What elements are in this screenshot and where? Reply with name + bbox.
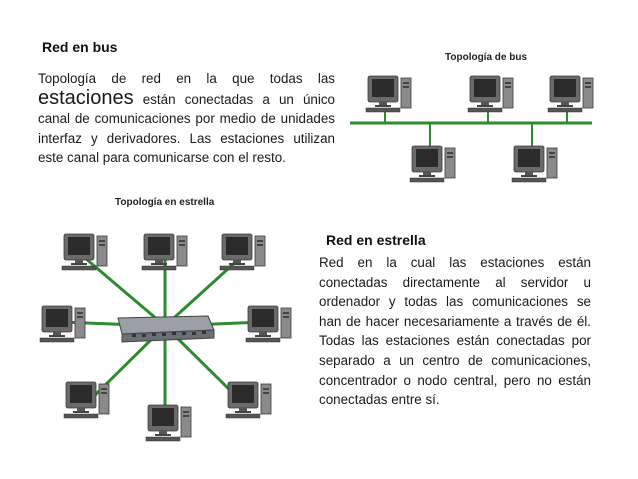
bus-heading: Red en bus [42,39,118,55]
bus-computer-icon [511,145,558,183]
bus-computer-icon [547,75,594,113]
star-computer-icon [245,305,292,343]
hub-icon [117,315,215,343]
star-computer-icon [39,305,86,343]
star-computer-icon [61,233,108,271]
bus-paragraph: Topología de red en la que todas las est… [38,69,335,168]
bus-paragraph-line1: Topología de red en la que todas las [38,71,335,86]
bus-paragraph-big-word: estaciones [38,86,134,109]
bus-topology [350,75,594,183]
bus-computer-icon [467,75,514,113]
star-topology [39,233,292,442]
star-computer-icon [63,381,110,419]
bus-computer-icon [409,145,456,183]
star-computer-icon [219,233,266,271]
star-diagram-caption: Topología en estrella [115,197,215,208]
star-paragraph: Red en la cual las estaciones están cone… [319,255,591,408]
star-computer-icon [225,381,272,419]
bus-paragraph-rest: están conectadas a un único canal de com… [38,91,335,166]
star-heading: Red en estrella [326,232,426,248]
star-computer-icon [145,404,192,442]
bus-computer-icon [365,75,412,113]
bus-diagram-caption: Topología de bus [445,52,528,63]
star-computer-icon [141,233,188,271]
